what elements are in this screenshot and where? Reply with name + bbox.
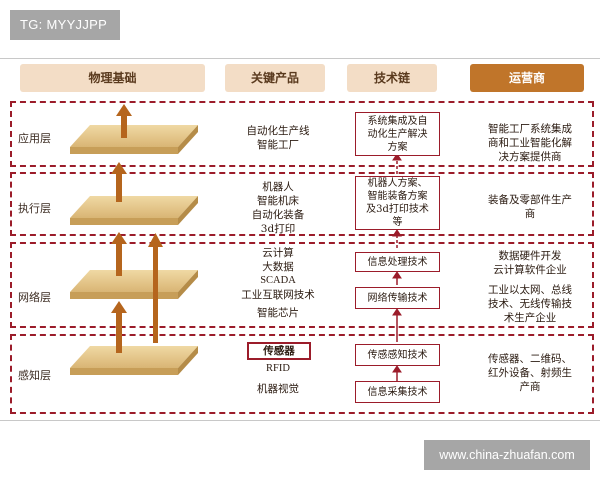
product-item: 工业互联网技术 xyxy=(241,289,315,301)
product-item: 机器视觉 xyxy=(257,383,299,395)
operator-line: 商 xyxy=(524,208,536,220)
operator-line: 决方案提供商 xyxy=(498,151,562,163)
layer-label-execution: 执行层 xyxy=(18,202,51,215)
chain-box-info-processing: 信息处理技术 xyxy=(355,252,440,272)
operators-network-a: 数据硬件开发 云计算软件企业 xyxy=(474,249,586,277)
product-item: 3d打印 xyxy=(260,223,296,235)
operators-network-b: 工业以太网、总线 技术、无线传输技 术生产企业 xyxy=(474,283,586,325)
operator-line: 红外设备、射频生 xyxy=(488,367,572,379)
layer-box-application xyxy=(10,101,594,167)
product-item: 大数据 xyxy=(262,261,294,273)
arrow-up-4 xyxy=(111,301,127,353)
block-application xyxy=(70,125,198,154)
products-application: 自动化生产线 智能工厂 xyxy=(228,124,328,152)
product-item: 自动化装备 xyxy=(251,209,305,221)
layer-label-application: 应用层 xyxy=(18,132,51,145)
operator-line: 工业以太网、总线 xyxy=(488,284,572,296)
arrow-up-2 xyxy=(111,162,127,202)
chain-box-network-transmission: 网络传输技术 xyxy=(355,287,440,309)
block-network xyxy=(70,270,198,299)
operator-line: 技术、无线传输技 xyxy=(488,298,572,310)
source-tag: TG: MYYJJPP xyxy=(10,10,120,40)
layer-box-execution xyxy=(10,172,594,236)
product-item: 智能芯片 xyxy=(257,307,299,319)
product-item: 自动化生产线 xyxy=(246,125,310,137)
block-perception xyxy=(70,346,198,375)
header-operators: 运营商 xyxy=(470,64,584,92)
chain-line: 方案 xyxy=(387,141,408,153)
chain-line: 系统集成及自 xyxy=(367,115,428,127)
operators-perception: 传感器、二维码、 红外设备、射频生 产商 xyxy=(474,352,586,394)
product-item: RFID xyxy=(266,363,290,374)
products-perception: RFID 机器视觉 xyxy=(228,362,328,396)
top-divider xyxy=(0,58,600,59)
arrow-long-up xyxy=(148,233,163,343)
chain-line: 机器人方案、 xyxy=(367,178,428,189)
product-item: 机器人 xyxy=(262,181,294,193)
operator-line: 商和工业智能化解 xyxy=(488,137,572,149)
operator-line: 云计算软件企业 xyxy=(493,264,567,276)
chain-connectors xyxy=(392,153,402,381)
header-products: 关键产品 xyxy=(225,64,325,92)
product-item: SCADA xyxy=(260,275,296,286)
chain-box-execution: 机器人方案、 智能装备方案 及3d打印技术 等 xyxy=(355,176,440,230)
products-execution: 机器人 智能机床 自动化装备 3d打印 xyxy=(228,180,328,236)
product-item: 智能机床 xyxy=(257,195,299,207)
operators-execution: 装备及零部件生产 商 xyxy=(474,193,586,221)
watermark-url: www.china-zhuafan.com xyxy=(424,440,590,470)
chain-line: 智能装备方案 xyxy=(367,191,428,202)
operator-line: 数据硬件开发 xyxy=(498,250,562,262)
arrow-up-3 xyxy=(111,232,127,276)
layer-label-network: 网络层 xyxy=(18,291,51,304)
chain-line: 动化生产解决 xyxy=(367,128,428,140)
chain-line: 等 xyxy=(392,217,403,228)
operator-line: 装备及零部件生产 xyxy=(488,194,572,206)
operator-line: 传感器、二维码、 xyxy=(488,353,572,365)
header-chain: 技术链 xyxy=(347,64,437,92)
chain-box-application: 系统集成及自 动化生产解决 方案 xyxy=(355,112,440,156)
sensor-highlight-box: 传感器 xyxy=(247,342,311,360)
chain-box-info-collection: 信息采集技术 xyxy=(355,381,440,403)
chain-box-sensing: 传感感知技术 xyxy=(355,344,440,366)
layer-box-network xyxy=(10,242,594,328)
header-physical: 物理基础 xyxy=(20,64,205,92)
product-item: 智能工厂 xyxy=(257,139,299,151)
product-item: 云计算 xyxy=(262,247,294,259)
operator-line: 产商 xyxy=(519,381,541,393)
layer-label-perception: 感知层 xyxy=(18,369,51,382)
operators-application: 智能工厂系统集成 商和工业智能化解 决方案提供商 xyxy=(474,122,586,164)
bottom-divider xyxy=(0,420,600,421)
operator-line: 术生产企业 xyxy=(503,312,557,324)
products-network: 云计算 大数据 SCADA 工业互联网技术 智能芯片 xyxy=(228,246,328,320)
arrow-up-1 xyxy=(116,104,132,138)
operator-line: 智能工厂系统集成 xyxy=(488,123,572,135)
chain-line: 及3d打印技术 xyxy=(366,204,429,215)
layer-box-perception xyxy=(10,334,594,414)
block-execution xyxy=(70,196,198,225)
